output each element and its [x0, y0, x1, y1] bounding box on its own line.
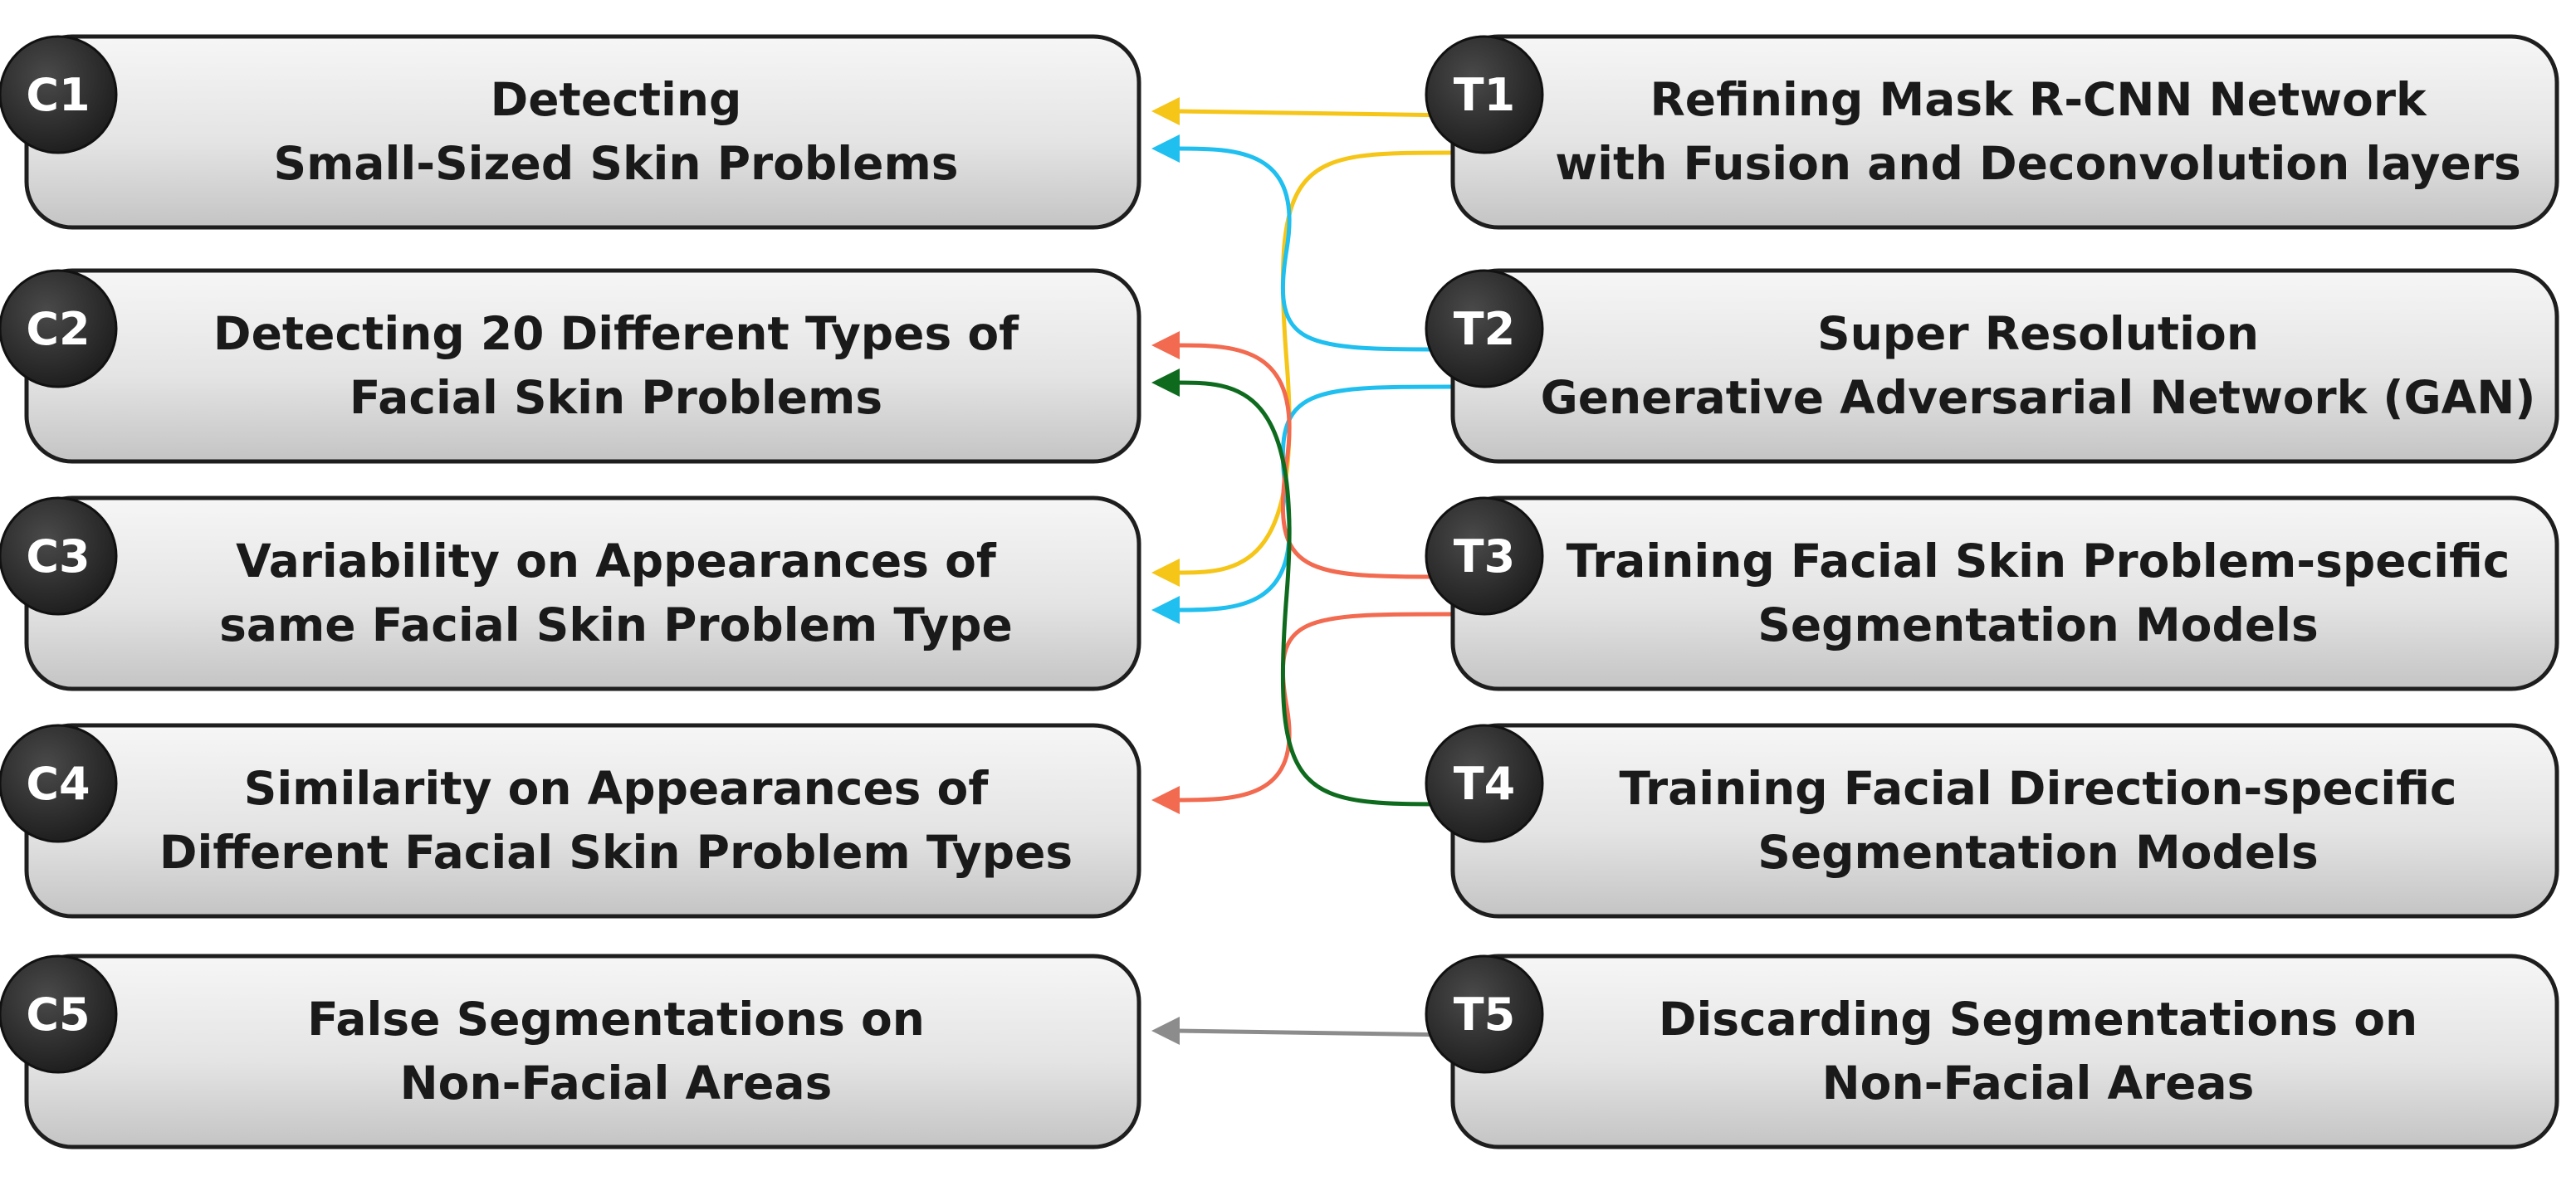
- node-c3-line1: Variability on Appearances of: [236, 534, 997, 588]
- node-c2-box: [24, 268, 1141, 464]
- node-c4-badge: [0, 724, 118, 843]
- arrow-t2-to-c1-line: [1176, 146, 1454, 352]
- node-c5-line2: Non-Facial Areas: [400, 1057, 833, 1110]
- node-t1: T1 Refining Mask R-CNN Network with Fusion…: [1425, 34, 2559, 230]
- arrow-t3-to-c2-head: [1151, 331, 1180, 359]
- node-t4-line2: Segmentation Models: [1757, 826, 2318, 879]
- node-c5: C5 False Segmentations on Non-Facial Areas: [0, 954, 1141, 1149]
- arrow-t1-to-c1-line: [1176, 109, 1454, 118]
- arrow-t5-to-c5: [1151, 1017, 1454, 1045]
- arrow-t5-to-c5-head: [1151, 1017, 1180, 1045]
- node-t1-box: [1450, 34, 2559, 230]
- node-t3-line1: Training Facial Skin Problem-specific: [1567, 534, 2510, 588]
- node-c3: C3 Variability on Appearances of same Faci…: [0, 495, 1141, 691]
- node-c2-line1: Detecting 20 Different Types of: [213, 307, 1019, 360]
- node-t1-line2: with Fusion and Deconvolution layers: [1555, 137, 2520, 190]
- node-c2-badge: [0, 269, 118, 388]
- node-t2-badge: [1425, 269, 1544, 388]
- node-c4: C4 Similarity on Appearances of Different …: [0, 723, 1141, 919]
- node-t5: T5 Discarding Segmentations on Non-Facial …: [1425, 954, 2559, 1149]
- node-c2-badge-label: C2: [26, 303, 90, 355]
- node-t2-line1: Super Resolution: [1817, 307, 2259, 360]
- node-c5-badge-label: C5: [26, 988, 90, 1041]
- node-c2: C2 Detecting 20 Different Types of Facial …: [0, 268, 1141, 464]
- node-t2-box: [1450, 268, 2559, 464]
- node-c1-box: [24, 34, 1141, 230]
- node-c3-line2: same Facial Skin Problem Type: [219, 598, 1013, 652]
- node-c4-box: [24, 723, 1141, 919]
- node-t5-line1: Discarding Segmentations on: [1659, 993, 2417, 1046]
- node-t4: T4 Training Facial Direction-specificSegm…: [1425, 723, 2559, 919]
- node-t4-badge: [1425, 724, 1544, 843]
- arrow-t1-to-c3-line: [1176, 150, 1454, 575]
- arrow-t1-to-c1: [1151, 97, 1454, 125]
- arrow-t3-to-c4: [1151, 612, 1454, 814]
- node-c1-badge: [0, 35, 118, 154]
- arrow-t1-to-c1-head: [1151, 97, 1180, 125]
- node-t5-badge-label: T5: [1454, 988, 1515, 1041]
- arrow-t2-to-c1: [1151, 134, 1454, 352]
- arrow-t3-to-c4-line: [1176, 612, 1454, 803]
- arrow-t1-to-c3-head: [1151, 559, 1180, 587]
- node-c5-badge: [0, 954, 118, 1074]
- node-c3-badge-label: C3: [26, 530, 90, 583]
- node-t4-badge-label: T4: [1454, 758, 1515, 810]
- node-t2-badge-label: T2: [1454, 303, 1515, 355]
- node-t2-line2: Generative Adversarial Network (GAN): [1541, 371, 2536, 424]
- arrow-t3-to-c2: [1151, 331, 1454, 579]
- node-c3-box: [24, 495, 1141, 691]
- node-c4-line1: Similarity on Appearances of: [244, 762, 990, 815]
- node-t1-badge-label: T1: [1454, 69, 1515, 121]
- node-t5-badge: [1425, 954, 1544, 1074]
- arrow-t5-to-c5-line: [1176, 1028, 1454, 1037]
- node-t3: T3 Training Facial Skin Problem-specificS…: [1425, 495, 2559, 691]
- node-t5-line2: Non-Facial Areas: [1822, 1057, 2255, 1110]
- arrow-t3-to-c2-line: [1176, 343, 1454, 579]
- node-t3-badge-label: T3: [1454, 530, 1515, 583]
- arrow-t4-to-c2-line: [1176, 380, 1454, 807]
- node-c1-line1: Detecting: [491, 73, 742, 126]
- node-c1-line2: Small-Sized Skin Problems: [274, 137, 959, 190]
- node-c3-badge: [0, 496, 118, 616]
- arrow-t4-to-c2: [1151, 368, 1454, 807]
- node-t5-box: [1450, 954, 2559, 1149]
- arrow-t1-to-c3: [1151, 150, 1454, 587]
- connectors: [1151, 97, 1454, 1045]
- node-t1-line1: Refining Mask R-CNN Network: [1650, 73, 2427, 126]
- arrow-t4-to-c2-head: [1151, 368, 1180, 397]
- node-c1-badge-label: C1: [26, 69, 90, 121]
- node-c5-line1: False Segmentations on: [307, 993, 925, 1046]
- node-t3-line2: Segmentation Models: [1757, 598, 2318, 652]
- node-t3-box: [1450, 495, 2559, 691]
- arrow-t2-to-c3-head: [1151, 596, 1180, 624]
- node-c5-box: [24, 954, 1141, 1149]
- node-c2-line2: Facial Skin Problems: [349, 371, 882, 424]
- node-c4-line2: Different Facial Skin Problem Types: [159, 826, 1073, 879]
- arrow-t2-to-c1-head: [1151, 134, 1180, 163]
- node-c4-badge-label: C4: [26, 758, 90, 810]
- node-t1-badge: [1425, 35, 1544, 154]
- node-t4-box: [1450, 723, 2559, 919]
- node-t3-badge: [1425, 496, 1544, 616]
- node-t4-line1: Training Facial Direction-specific: [1620, 762, 2457, 815]
- arrow-t2-to-c3: [1151, 384, 1454, 624]
- arrow-t3-to-c4-head: [1151, 786, 1180, 814]
